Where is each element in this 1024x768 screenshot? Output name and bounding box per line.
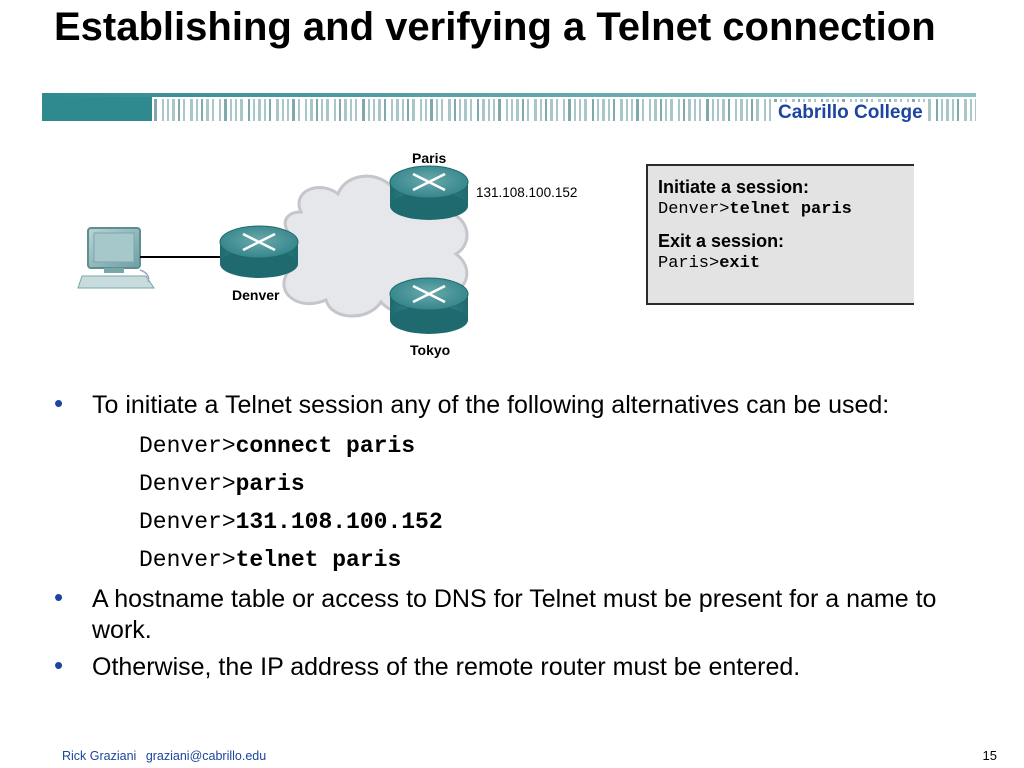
bullet-list: • To initiate a Telnet session any of th… xyxy=(54,388,974,689)
footer-credit: Rick Graziani graziani@cabrillo.edu xyxy=(62,749,272,763)
brand-bar xyxy=(42,93,976,121)
bullet-item: • To initiate a Telnet session any of th… xyxy=(54,388,974,421)
footer-author: Rick Graziani xyxy=(62,749,137,763)
exit-command: Paris>exit xyxy=(658,252,904,276)
bullet-text: To initiate a Telnet session any of the … xyxy=(92,391,890,419)
router-label-denver: Denver xyxy=(232,287,280,303)
router-label-tokyo: Tokyo xyxy=(410,342,450,358)
network-diagram: Denver Paris 131.108.100.152 Tokyo xyxy=(77,150,577,358)
code-line: Denver>telnet paris xyxy=(139,541,974,579)
command-alternatives: Denver>connect paris Denver>paris Denver… xyxy=(139,427,974,579)
command-box: Initiate a session: Denver>telnet paris … xyxy=(646,164,914,305)
code-prompt: Denver> xyxy=(139,471,236,497)
bullet-item: • A hostname table or access to DNS for … xyxy=(54,582,974,646)
initiate-heading: Initiate a session: xyxy=(658,177,810,197)
exit-cmd: exit xyxy=(719,254,761,273)
page-number: 15 xyxy=(982,748,997,763)
code-cmd: 131.108.100.152 xyxy=(235,509,443,535)
bullet-dot-icon: • xyxy=(54,388,64,418)
footer-email: graziani@cabrillo.edu xyxy=(145,749,267,763)
router-icon-denver xyxy=(219,225,299,278)
code-cmd: connect paris xyxy=(235,433,416,459)
exit-heading: Exit a session: xyxy=(658,231,785,251)
code-line: Denver>paris xyxy=(139,465,974,503)
initiate-command: Denver>telnet paris xyxy=(658,198,904,222)
router-label-paris: Paris xyxy=(412,150,446,166)
code-line: Denver>connect paris xyxy=(139,427,974,465)
code-line: Denver>131.108.100.152 xyxy=(139,503,974,541)
code-prompt: Denver> xyxy=(139,433,236,459)
paris-ip-label: 131.108.100.152 xyxy=(476,185,577,200)
slide-title: Establishing and verifying a Telnet conn… xyxy=(54,5,936,49)
code-cmd: paris xyxy=(235,471,305,497)
router-icon-paris xyxy=(389,165,469,220)
initiate-cmd: telnet paris xyxy=(729,200,852,219)
router-icon-tokyo xyxy=(389,277,469,334)
exit-prompt: Paris> xyxy=(658,254,720,273)
code-cmd: telnet paris xyxy=(235,547,402,573)
bullet-text: Otherwise, the IP address of the remote … xyxy=(92,653,801,681)
initiate-prompt: Denver> xyxy=(658,200,730,219)
code-prompt: Denver> xyxy=(139,547,236,573)
bullet-dot-icon: • xyxy=(54,582,64,612)
bullet-dot-icon: • xyxy=(54,650,64,680)
bullet-item: • Otherwise, the IP address of the remot… xyxy=(54,650,974,683)
bullet-text: A hostname table or access to DNS for Te… xyxy=(92,585,937,644)
desktop-computer-icon xyxy=(77,227,155,289)
code-prompt: Denver> xyxy=(139,509,236,535)
brand-name: Cabrillo College xyxy=(774,102,927,124)
